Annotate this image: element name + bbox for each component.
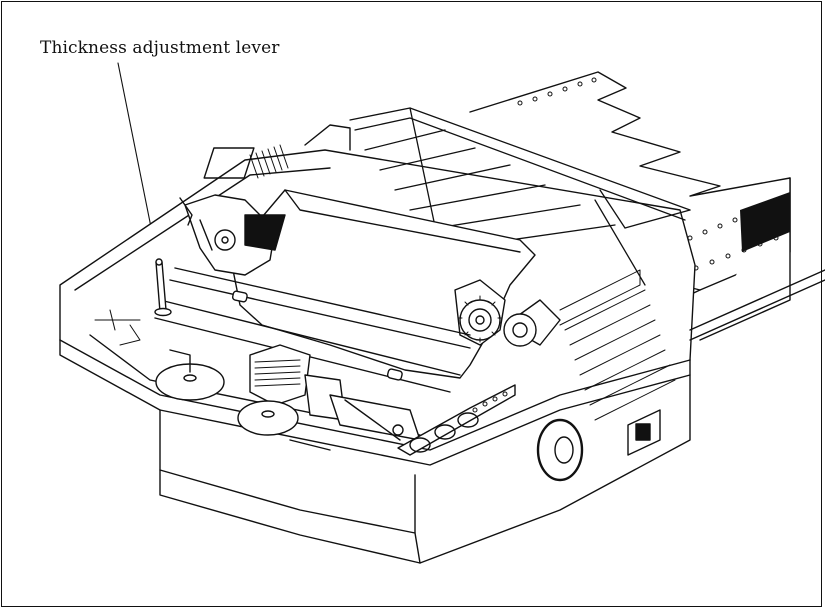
right-tractor-unit	[455, 280, 560, 346]
paper-sheet-over-platen	[230, 190, 535, 378]
left-tractor-cover	[245, 215, 285, 250]
shaft-knob-right	[387, 368, 403, 380]
panel-button-3	[458, 413, 478, 427]
platen-knob	[538, 420, 582, 480]
left-tractor-unit	[180, 195, 285, 275]
gear-teeth	[458, 296, 502, 342]
thickness-adjustment-lever	[155, 259, 171, 316]
callout-label-thickness-lever: Thickness adjustment lever	[40, 38, 280, 58]
paper-guide-rack	[350, 108, 690, 285]
power-switch	[628, 410, 660, 455]
continuous-paper	[470, 72, 790, 340]
vent-slots	[560, 270, 675, 420]
rear-housing-ribs	[250, 145, 288, 178]
shaft-knob-left	[232, 291, 248, 303]
power-cable	[690, 270, 825, 340]
panel-button-2	[435, 425, 455, 439]
panel-button-1	[410, 438, 430, 452]
carriage-shafts	[155, 268, 470, 392]
left-side-details	[95, 310, 140, 345]
ribbon-spool-right	[238, 401, 298, 435]
rear-housing	[204, 125, 350, 178]
panel-indicator-lights	[473, 392, 507, 412]
ribbon-spools	[156, 350, 298, 435]
control-panel	[398, 385, 515, 455]
paper-shaded-band	[740, 192, 790, 252]
